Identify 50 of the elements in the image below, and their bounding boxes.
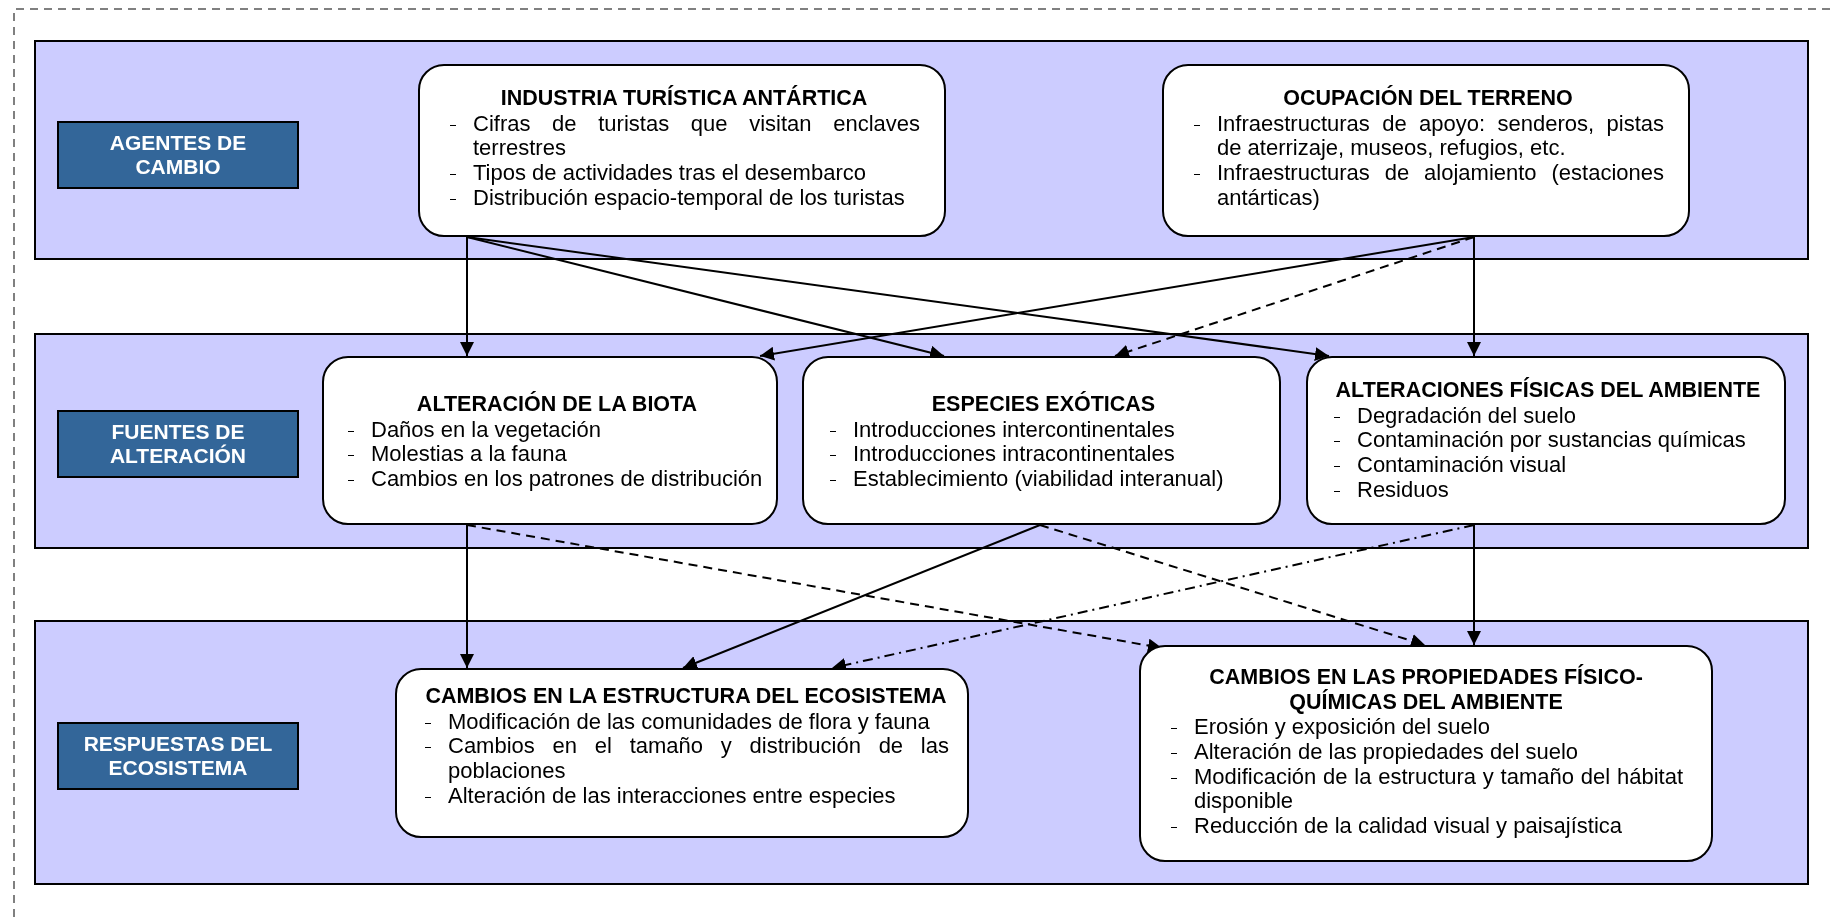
list-item: Molestias a la fauna xyxy=(371,442,567,467)
list-item: Alteración de las interacciones entre especies xyxy=(448,783,897,809)
arrow xyxy=(1467,236,1481,357)
box-heading: ESPECIES EXÓTICAS xyxy=(930,392,1157,417)
list-item: Daños en la vegetación xyxy=(371,417,602,443)
list-item: Reducción de la calidad visual y paisajística xyxy=(1194,813,1623,839)
list-item: Modificación de la estructura y tamaño del hábitat disponible xyxy=(1194,764,1683,814)
list-item: Infraestructuras de apoyo: senderos, pistas de aterrizaje, museos, refugios, etc. xyxy=(1217,111,1664,161)
process-box xyxy=(1162,64,1690,237)
process-box xyxy=(1139,645,1713,862)
process-box xyxy=(418,64,946,237)
list-item: Cambios en el tamaño y distribución de las poblaciones xyxy=(448,734,949,784)
list-item: Alteración de las propiedades del suelo xyxy=(1194,740,1580,765)
layer-band xyxy=(34,333,1809,549)
layer-band xyxy=(34,620,1809,885)
box-heading: ALTERACIONES FÍSICAS DEL AMBIENTE xyxy=(1334,378,1762,403)
list-item: Introducciones intracontinentales xyxy=(853,442,1176,467)
process-box xyxy=(802,356,1281,525)
box-heading: OCUPACIÓN DEL TERRENO xyxy=(1282,86,1574,111)
layer-band xyxy=(34,40,1809,260)
list-item: Cifras de turistas que visitan enclaves terrestres xyxy=(473,111,920,161)
arrow xyxy=(1114,236,1475,359)
arrow xyxy=(460,236,474,357)
list-item: Contaminación visual xyxy=(1357,452,1568,478)
list-item: Residuos xyxy=(1357,477,1450,503)
arrow xyxy=(466,236,1330,361)
process-box xyxy=(1306,356,1786,525)
process-box xyxy=(395,668,969,838)
layer-label: FUENTES DE ALTERACIÓN xyxy=(57,410,299,478)
list-item: Infraestructuras de alojamiento (estaciones antárticas) xyxy=(1217,160,1664,211)
arrow xyxy=(1039,524,1426,648)
list-item: Degradación del suelo xyxy=(1357,403,1577,429)
arrow xyxy=(682,524,1041,670)
list-item: Tipos de actividades tras el desembarco xyxy=(473,160,867,186)
arrow xyxy=(1467,524,1481,646)
list-item: Establecimiento (viabilidad interanual) xyxy=(853,466,1225,492)
box-heading: INDUSTRIA TURÍSTICA ANTÁRTICA xyxy=(499,86,869,111)
layer-label: AGENTES DE CAMBIO xyxy=(57,121,299,189)
box-heading: ALTERACIÓN DE LA BIOTA xyxy=(415,392,699,417)
box-heading: CAMBIOS EN LA ESTRUCTURA DEL ECOSISTEMA xyxy=(424,684,948,709)
list-item: Introducciones intercontinentales xyxy=(853,417,1176,443)
list-item: Cambios en los patrones de distribución xyxy=(371,466,764,492)
arrow xyxy=(460,524,474,669)
list-item: Modificación de las comunidades de flora y fauna xyxy=(448,709,931,735)
process-box xyxy=(322,356,778,525)
list-item: Erosión y exposición del suelo xyxy=(1194,715,1491,741)
layer-label: RESPUESTAS DEL ECOSISTEMA xyxy=(57,722,299,790)
list-item: Distribución espacio-temporal de los turistas xyxy=(473,185,906,211)
list-item: Contaminación por sustancias químicas xyxy=(1357,428,1747,453)
box-heading: CAMBIOS EN LAS PROPIEDADES FÍSICO-QUÍMICAS DEL AMBIENTE xyxy=(1208,665,1644,715)
